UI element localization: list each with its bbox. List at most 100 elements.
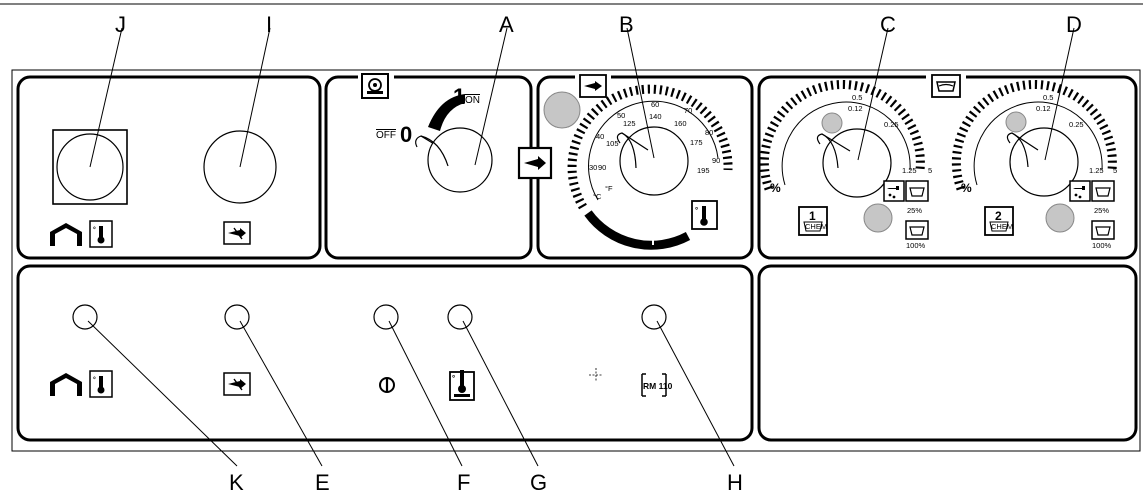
tank-icon — [905, 180, 929, 202]
gauge-b-c-80: 80 — [705, 128, 713, 137]
gauge-b-c-unit: °C — [593, 192, 602, 201]
gauge-c-inner-arc — [781, 101, 911, 186]
crosshair-mark — [589, 368, 603, 382]
flow-arrow-icon — [579, 74, 607, 98]
svg-text:°: ° — [93, 226, 96, 234]
gauge-b-f-125: 125 — [623, 119, 636, 128]
switch-a-off-value: 0 — [400, 122, 412, 147]
gauge-b-f-160: 160 — [674, 119, 687, 128]
gauge-d-knob[interactable] — [1009, 127, 1079, 197]
gauge-d-percent: % — [961, 181, 972, 195]
gauge-c-pct-25: 25% — [907, 206, 922, 215]
callout-i: I — [266, 12, 272, 37]
gauge-b-f-195: 195 — [697, 166, 710, 175]
switch-a-pointer — [415, 135, 445, 151]
gauge-b-inner-arc — [588, 100, 719, 201]
tank-icon — [1091, 220, 1115, 240]
flow-arrow-icon — [223, 221, 251, 245]
faucet-tank-icon — [883, 180, 905, 202]
gauge-c-chem-label: CHEM — [805, 222, 827, 231]
indicator-k — [72, 304, 98, 330]
gauge-c-chem-number: 1 — [809, 209, 816, 223]
indicator-b-lamp — [543, 91, 581, 129]
callout-g: G — [530, 470, 547, 495]
gauge-d-tick-0-5: 0.5 — [1043, 93, 1053, 102]
indicator-g — [447, 304, 473, 330]
section-lower-left — [16, 264, 754, 442]
gauge-b-bottom-bar — [584, 210, 691, 250]
callout-a: A — [499, 12, 514, 37]
switch-a-off-label: OFF — [376, 130, 396, 141]
tank-icon — [1091, 180, 1115, 202]
gauge-c-tick-1-25: 1.25 — [902, 166, 917, 175]
gauge-b-f-unit: °F — [605, 184, 613, 193]
indicator-f — [373, 304, 399, 330]
gauge-b-c-50: 50 — [617, 111, 625, 120]
thermometer-icon: ° — [89, 370, 113, 398]
panel-frame — [11, 69, 1141, 452]
tank-icon — [905, 220, 929, 240]
indicator-h-label: RM 110 — [643, 381, 673, 391]
chem-1-icon: 1 CHEM — [798, 206, 828, 236]
gauge-b-c-30: 30 — [589, 163, 597, 172]
svg-text:°: ° — [695, 206, 698, 215]
gauge-b-f-105: 105 — [606, 139, 619, 148]
rm110-icon: RM 110 — [641, 373, 673, 397]
gauge-c-pct-100: 100% — [906, 241, 926, 250]
gauge-d-lamp-bottom — [1045, 203, 1075, 233]
callout-e: E — [315, 470, 330, 495]
flow-arrow-icon — [517, 146, 553, 180]
gauge-b-c-40: 40 — [596, 132, 604, 141]
gauge-b-f-175: 175 — [690, 138, 703, 147]
callout-h: H — [727, 470, 743, 495]
switch-a-on-label: ON — [465, 95, 480, 106]
gauge-d-tick-0-12: 0.12 — [1036, 104, 1051, 113]
power-icon — [379, 377, 395, 393]
gauge-b-pointer — [616, 132, 649, 151]
house-icon — [50, 223, 82, 246]
indicator-h — [641, 304, 667, 330]
gauge-d-bar — [951, 80, 1117, 191]
callout-c: C — [880, 12, 896, 37]
gauge-c-tick-0-5: 0.5 — [852, 93, 862, 102]
thermometer-icon: ° — [89, 220, 113, 248]
gauge-b-c-90: 90 — [712, 156, 720, 165]
gauge-d-pointer — [1006, 132, 1039, 151]
gauge-d-chem-label: CHEM — [991, 222, 1013, 231]
indicator-e — [224, 304, 250, 330]
faucet-tank-icon — [1069, 180, 1091, 202]
gauge-c-tick-0-25: 0.25 — [884, 120, 899, 129]
gauge-c-bar — [759, 80, 925, 191]
gauge-b-f-90: 90 — [598, 163, 606, 172]
svg-text:°: ° — [452, 374, 455, 383]
gauge-b-c-60: 60 — [651, 100, 659, 109]
thermometer-icon: ° — [691, 200, 718, 230]
flow-arrow-icon — [223, 372, 251, 396]
gauge-d-pct-25: 25% — [1094, 206, 1109, 215]
gauge-b-c-70: 70 — [684, 106, 692, 115]
switch-a-on-arc — [428, 94, 465, 131]
switch-a-header-icon — [361, 73, 389, 99]
chem-2-icon: 2 CHEM — [984, 206, 1014, 236]
gauge-d-chem-number: 2 — [995, 209, 1002, 223]
svg-text:°: ° — [93, 376, 96, 384]
gauge-d-pct-100: 100% — [1092, 241, 1112, 250]
gauge-b-bar — [567, 84, 733, 210]
gauge-c-lamp-bottom — [863, 203, 893, 233]
gauge-b-knob[interactable] — [619, 126, 689, 196]
gauge-d-tick-0-25: 0.25 — [1069, 120, 1084, 129]
callout-b: B — [619, 12, 634, 37]
house-icon — [50, 373, 82, 396]
callout-k: K — [229, 470, 244, 495]
callout-j: J — [115, 12, 126, 37]
gauge-c-knob[interactable] — [822, 128, 892, 198]
tank-icon — [931, 74, 961, 98]
gauge-c-tick-5: 5 — [928, 166, 932, 175]
pump-thermo-icon: ° — [449, 370, 475, 401]
gauge-d-inner-arc — [973, 101, 1103, 186]
gauge-c-tick-0-12: 0.12 — [848, 104, 863, 113]
switch-a-knob[interactable] — [427, 127, 493, 193]
switch-a-on-value: 1 — [453, 84, 465, 109]
gauge-c-pointer — [816, 133, 851, 152]
